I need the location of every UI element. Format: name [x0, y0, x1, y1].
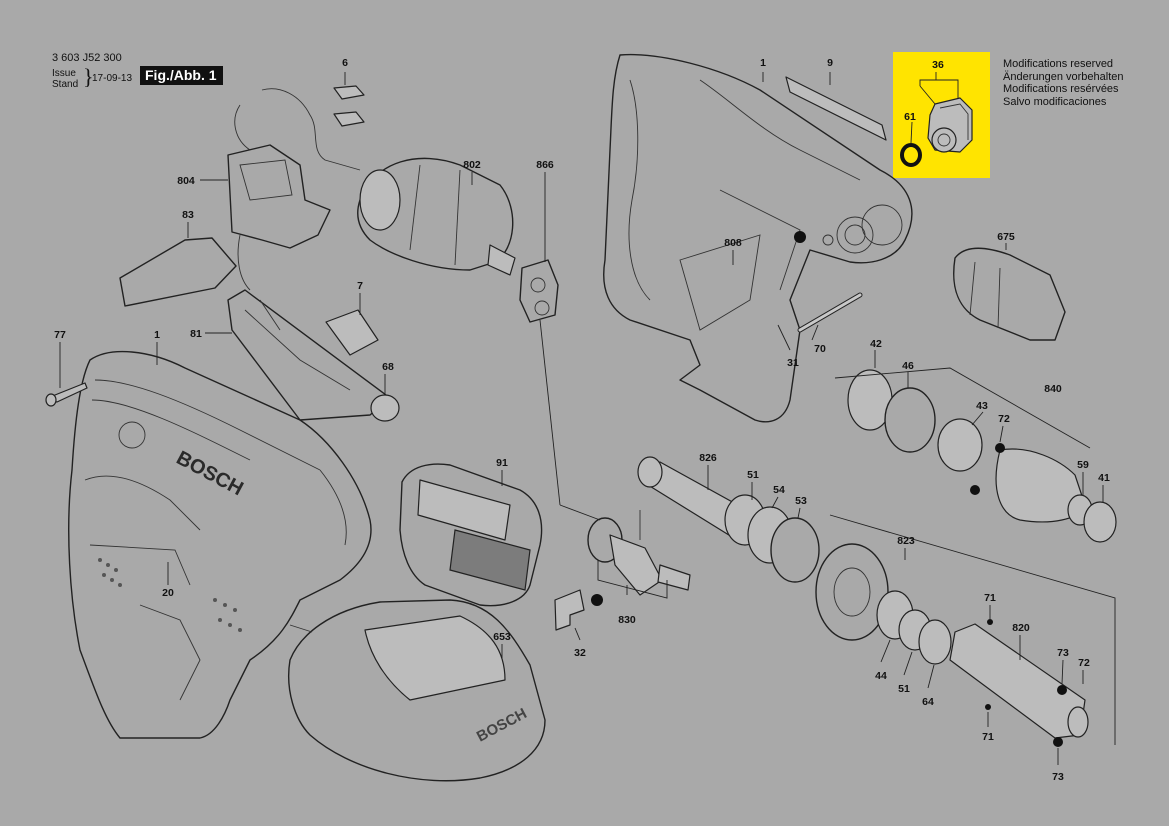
document-number: 3 603 J52 300 [52, 52, 122, 64]
label-part-840: 840 [1044, 383, 1062, 395]
label-part-653: 653 [493, 631, 511, 643]
guide-part-83 [119, 237, 237, 307]
notice-line-fr: Modifications resérvées [1003, 83, 1119, 95]
brace-glyph: } [83, 64, 94, 89]
label-part-9: 9 [827, 57, 833, 69]
electronics-board-part-81 [227, 289, 391, 421]
notice-line-en: Modifications reserved [1003, 58, 1114, 70]
label-part-31: 31 [787, 357, 799, 369]
chuck-part-675 [953, 247, 1066, 341]
gear-assembly-part-830 [587, 510, 691, 596]
cap-part-41 [1083, 501, 1117, 543]
screw-part-77 [45, 382, 88, 407]
notice-line-es: Salvo modificaciones [1003, 95, 1107, 108]
switch-part-804 [227, 88, 361, 291]
label-part-804: 804 [177, 175, 195, 187]
label-part-51a: 51 [747, 469, 759, 481]
charger-part-653: BOSCH [288, 599, 546, 782]
ring-part-64 [918, 619, 952, 665]
motor-part-802 [357, 157, 516, 276]
label-part-77: 77 [54, 329, 66, 341]
label-part-91: 91 [496, 457, 508, 469]
label-part-81: 81 [190, 328, 202, 340]
label-part-71a: 71 [984, 592, 996, 604]
housing-half-left: BOSCH [68, 350, 372, 739]
bushing-part-866 [519, 259, 559, 323]
label-part-1-housing: 1 [154, 329, 160, 341]
label-part-73a: 73 [1057, 647, 1069, 659]
housing-half-right [603, 53, 913, 423]
label-part-830: 830 [618, 614, 636, 626]
label-part-823: 823 [897, 535, 915, 547]
label-part-866: 866 [536, 159, 554, 171]
label-part-70: 70 [814, 343, 826, 355]
label-part-826: 826 [699, 452, 717, 464]
label-part-68: 68 [382, 361, 394, 373]
label-part-43: 43 [976, 400, 988, 412]
label-part-83: 83 [182, 209, 194, 221]
label-part-61: 61 [904, 111, 916, 123]
stand-label: Stand [52, 79, 79, 90]
label-part-53: 53 [795, 495, 807, 507]
label-part-802: 802 [463, 159, 481, 171]
label-part-41: 41 [1098, 472, 1110, 484]
figure-label: Fig./Abb. 1 [140, 66, 223, 85]
label-part-42: 42 [870, 338, 882, 350]
label-part-675: 675 [997, 231, 1015, 243]
nose-cap-part-840 [995, 448, 1086, 523]
gear-part-823 [815, 543, 889, 641]
label-part-54: 54 [773, 484, 785, 496]
issue-label: Issue [52, 68, 76, 79]
label-part-71b: 71 [982, 731, 994, 743]
clip-part-32 [554, 589, 585, 631]
label-part-808: 808 [724, 237, 742, 249]
modifications-notice: Modifications reserved Änderungen vorbeh… [1003, 58, 1123, 108]
label-part-64: 64 [922, 696, 934, 708]
issue-labels: Issue Stand [52, 68, 78, 90]
label-part-32: 32 [574, 647, 586, 659]
leader-lines [59, 72, 1116, 765]
connector-part-6 [333, 85, 365, 127]
label-part-73b: 73 [1052, 771, 1064, 783]
label-part-51b: 51 [898, 683, 910, 695]
label-part-6: 6 [342, 57, 348, 69]
label-part-72a: 72 [998, 413, 1010, 425]
label-part-72b: 72 [1078, 657, 1090, 669]
o-ring-part-61 [900, 143, 922, 167]
rating-plate-part-9 [785, 76, 887, 141]
notice-line-de: Änderungen vorbehalten [1003, 70, 1124, 83]
label-part-59: 59 [1077, 459, 1089, 471]
label-part-36: 36 [932, 59, 944, 71]
issue-date: 17-09-13 [92, 73, 133, 84]
adapter-part-36 [927, 97, 973, 153]
spring-part-43 [937, 418, 983, 472]
battery-part-91 [399, 463, 543, 607]
spindle-part-820 [949, 623, 1089, 739]
spring-part-46 [884, 387, 936, 453]
part-number-labels: 36 61 6 1 9 802 866 804 83 808 675 7 81 … [54, 57, 1110, 783]
label-part-820: 820 [1012, 622, 1030, 634]
label-part-46: 46 [902, 360, 914, 372]
label-part-1-body: 1 [760, 57, 766, 69]
label-part-20: 20 [162, 587, 174, 599]
label-part-44: 44 [875, 670, 887, 682]
label-part-7: 7 [357, 280, 363, 292]
cap-part-68 [370, 394, 400, 422]
connector-part-7 [325, 309, 379, 356]
bearing-part-53 [770, 517, 820, 583]
